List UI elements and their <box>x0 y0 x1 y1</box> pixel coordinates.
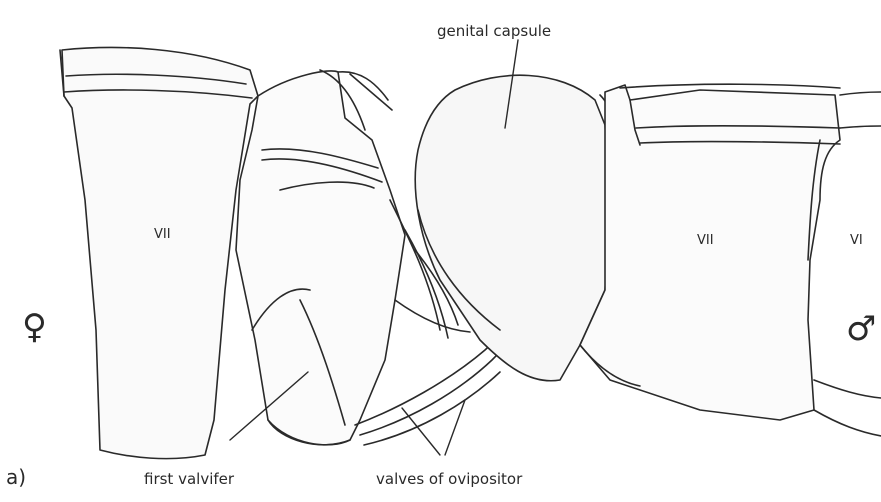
female-symbol-icon: ♀ <box>22 307 47 347</box>
label-segment-male-vii: VII <box>697 233 714 248</box>
label-valves-of-ovipositor: valves of ovipositor <box>376 470 523 488</box>
label-first-valvifer: first valvifer <box>144 470 235 488</box>
female-segment-vii <box>60 47 258 458</box>
label-genital-capsule: genital capsule <box>437 22 551 40</box>
male-segment-vii <box>580 84 881 436</box>
male-symbol-icon: ♂ <box>846 309 876 349</box>
label-segment-female-vii: VII <box>154 227 171 242</box>
panel-label: a) <box>6 465 26 489</box>
label-segment-male-vi: VI <box>850 233 863 248</box>
first-valvifer <box>236 70 405 445</box>
